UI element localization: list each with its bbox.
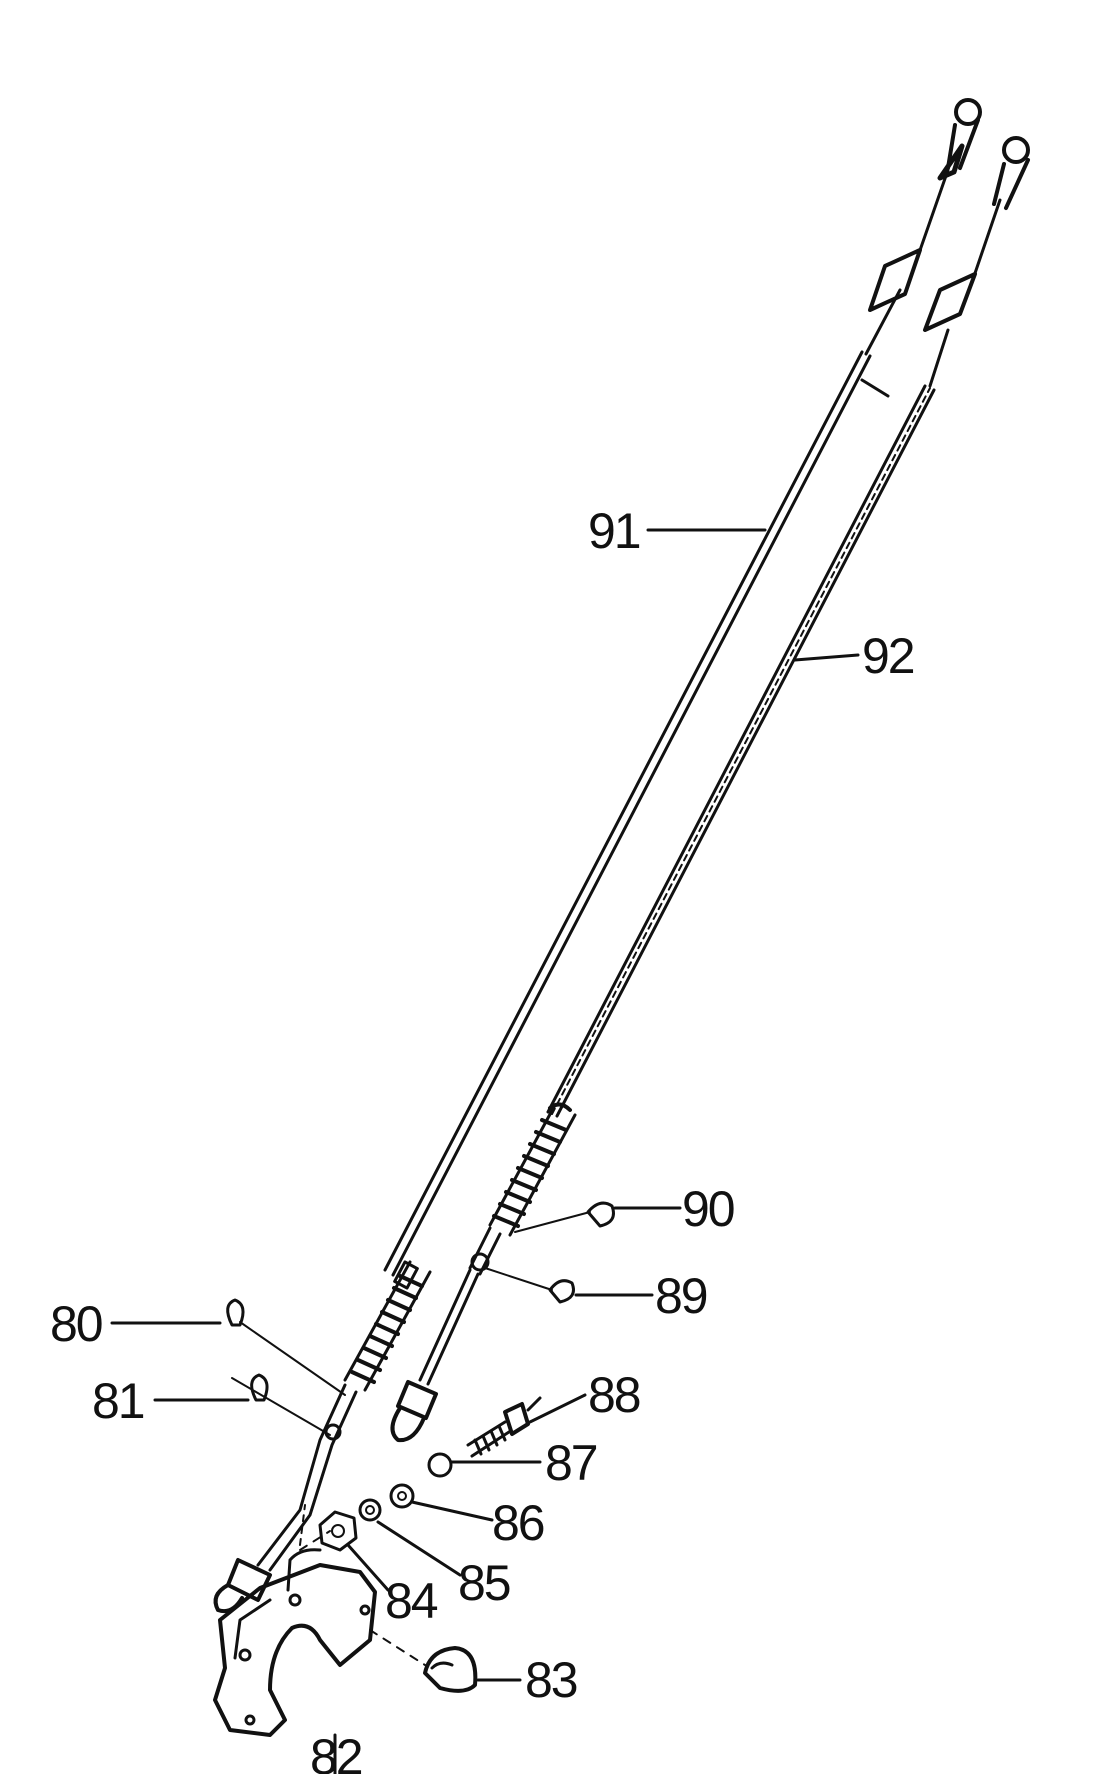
callout-80: 80 [50,1296,102,1352]
callout-85: 85 [458,1555,510,1611]
bracket-82 [213,1504,377,1737]
cable-91 [213,98,982,1614]
bolt-88 [466,1396,542,1458]
callout-90: 90 [682,1181,734,1237]
clip-81 [231,1373,331,1436]
washer-87 [427,1452,453,1478]
cap-83 [369,1629,478,1693]
callout-83: 83 [525,1652,577,1708]
leader-lines [110,528,860,1774]
callout-84: 84 [385,1573,438,1629]
callout-87: 87 [545,1435,597,1491]
nut-84 [318,1510,358,1552]
washer-85 [358,1498,382,1522]
callout-81: 81 [92,1373,144,1429]
clip-90 [514,1201,615,1233]
cable-91-adjuster [256,1260,432,1572]
cable-92 [390,136,1030,1443]
clip-89 [484,1267,575,1304]
callout-88: 88 [588,1367,640,1423]
callout-91: 91 [588,503,640,559]
cable-92-spring [418,1102,577,1386]
clip-80 [226,1298,346,1396]
callout-labels: 80 81 82 83 84 85 86 87 88 89 90 91 92 [50,503,916,1774]
callout-86: 86 [492,1495,544,1551]
nut-86 [389,1483,415,1509]
callout-82: 82 [310,1729,362,1774]
callout-92: 92 [862,628,914,684]
callout-89: 89 [655,1268,707,1324]
